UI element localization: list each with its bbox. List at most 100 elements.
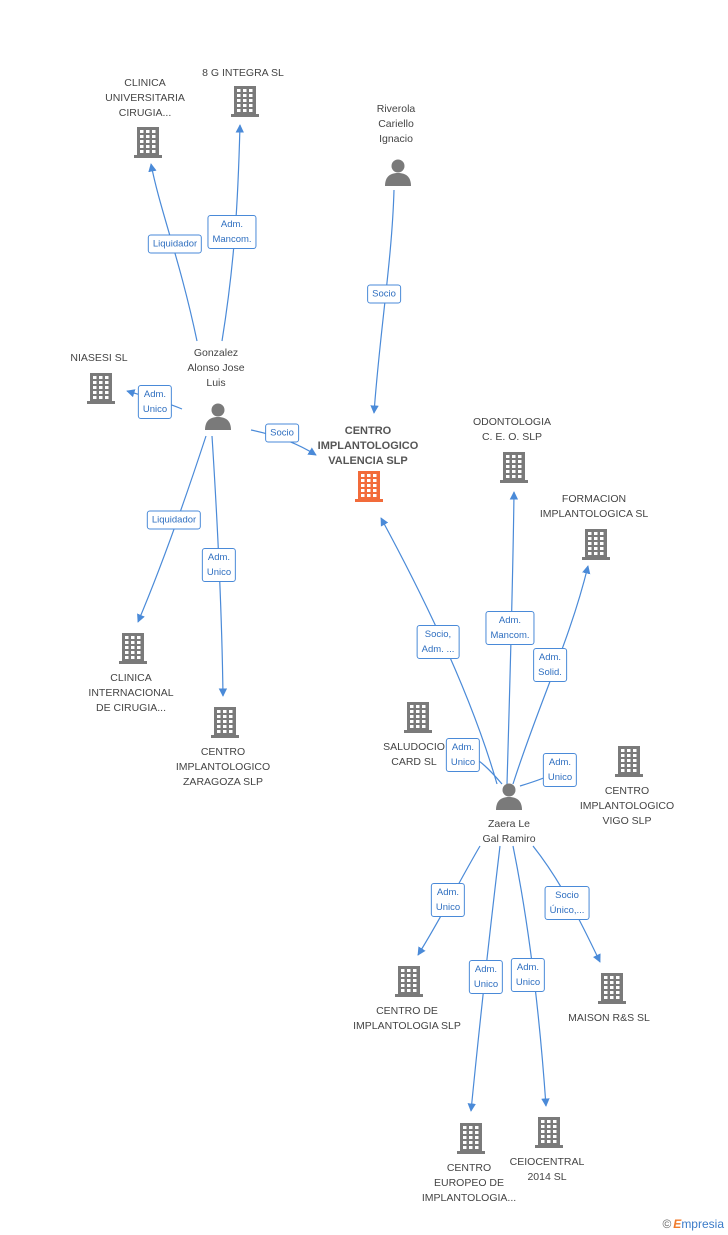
building-window bbox=[237, 94, 241, 97]
building-window bbox=[475, 1126, 479, 1129]
building-window bbox=[410, 720, 414, 723]
building-window bbox=[125, 636, 129, 639]
building-icon bbox=[211, 707, 239, 738]
edge-label[interactable]: Adm.Unico bbox=[445, 738, 481, 772]
building-icon bbox=[582, 529, 610, 560]
edge-label[interactable]: Liquidador bbox=[146, 510, 202, 530]
person-head bbox=[211, 403, 225, 417]
edge-label-line: Unico bbox=[515, 977, 541, 988]
building-window bbox=[416, 715, 420, 718]
edge-label[interactable]: Adm.Solid. bbox=[533, 648, 567, 682]
building-window bbox=[243, 99, 247, 102]
node-label-line: Cariello bbox=[378, 118, 414, 130]
building-window bbox=[518, 455, 522, 458]
node-label-implantologia[interactable]: CENTRO DE IMPLANTOLOGIA SLP bbox=[353, 1004, 461, 1034]
building-window bbox=[594, 547, 598, 550]
edge-label[interactable]: Adm.Unico bbox=[201, 548, 237, 582]
building-window bbox=[518, 470, 522, 473]
building-window bbox=[407, 984, 411, 987]
edge-label-line: Unico bbox=[450, 757, 476, 768]
building-window bbox=[416, 710, 420, 713]
edge-label[interactable]: Socio bbox=[367, 284, 401, 304]
building-window bbox=[361, 474, 365, 477]
building-window bbox=[541, 1125, 545, 1128]
building-window bbox=[367, 474, 371, 477]
node-label-line: IMPLANTOLOGICA SL bbox=[539, 508, 649, 520]
building-window bbox=[140, 130, 144, 133]
building-window bbox=[249, 109, 253, 112]
building-window bbox=[140, 150, 144, 153]
edge-label[interactable]: Adm.Mancom. bbox=[207, 215, 257, 249]
edge-label[interactable]: Adm.Unico bbox=[468, 960, 504, 994]
edge-label-line: Adm. bbox=[474, 964, 498, 975]
node-label-line: CENTRO DE bbox=[376, 1005, 438, 1017]
edge-label-line: Unico bbox=[206, 567, 232, 578]
node-label-niasesi[interactable]: NIASESI SL bbox=[70, 351, 127, 366]
building-window bbox=[541, 1120, 545, 1123]
node-label-8g[interactable]: 8 G INTEGRA SL bbox=[202, 66, 284, 81]
edge-label-line: Socio, bbox=[424, 629, 452, 640]
edge-label-line: Adm. bbox=[436, 887, 460, 898]
building-window bbox=[152, 140, 156, 143]
building-window bbox=[469, 1126, 473, 1129]
building-window bbox=[547, 1125, 551, 1128]
building-window bbox=[621, 759, 625, 762]
building-window bbox=[518, 460, 522, 463]
building-window bbox=[547, 1130, 551, 1133]
building-window bbox=[547, 1140, 551, 1143]
edge-label[interactable]: Adm.Unico bbox=[510, 958, 546, 992]
node-label-line: CARD SL bbox=[391, 756, 437, 768]
building-window bbox=[373, 489, 377, 492]
building-window bbox=[627, 759, 631, 762]
building-window bbox=[616, 976, 620, 979]
edge-label[interactable]: Adm.Unico bbox=[430, 883, 466, 917]
building-window bbox=[243, 109, 247, 112]
node-label-maison[interactable]: MAISON R&S SL bbox=[568, 1011, 650, 1026]
edge-label[interactable]: Liquidador bbox=[147, 234, 203, 254]
node-label-line: EUROPEO DE bbox=[433, 1177, 504, 1189]
building-window bbox=[367, 479, 371, 482]
building-window bbox=[407, 969, 411, 972]
building-window bbox=[125, 656, 129, 659]
edge-label[interactable]: Socio bbox=[265, 423, 299, 443]
edge-label-line: Adm. bbox=[220, 219, 244, 230]
node-label-line: IMPLANTOLOGICO bbox=[175, 761, 271, 773]
building-window bbox=[512, 460, 516, 463]
building-base bbox=[231, 114, 259, 117]
building-window bbox=[105, 396, 109, 399]
building-window bbox=[422, 725, 426, 728]
node-label-line: MAISON R&S SL bbox=[568, 1012, 650, 1024]
edge-label[interactable]: Adm.Unico bbox=[137, 385, 173, 419]
building-base bbox=[87, 401, 115, 404]
building-window bbox=[137, 636, 141, 639]
edge-label[interactable]: Socio,Adm. ... bbox=[416, 625, 460, 659]
edge-label-line: Solid. bbox=[538, 667, 562, 678]
node-label-line: 2014 SL bbox=[527, 1171, 567, 1183]
node-label-line: IMPLANTOLOGIA SLP bbox=[353, 1020, 461, 1032]
edge-label-line: Adm. bbox=[498, 615, 522, 626]
building-window bbox=[553, 1135, 557, 1138]
building-window bbox=[140, 140, 144, 143]
edge-label[interactable]: Adm.Mancom. bbox=[485, 611, 535, 645]
node-label-line: Gonzalez bbox=[193, 347, 239, 359]
edge-label[interactable]: Adm.Unico bbox=[542, 753, 578, 787]
building-window bbox=[610, 981, 614, 984]
building-window bbox=[610, 976, 614, 979]
edge-label-line: Liquidador bbox=[152, 238, 198, 250]
building-window bbox=[610, 996, 614, 999]
building-window bbox=[610, 991, 614, 994]
